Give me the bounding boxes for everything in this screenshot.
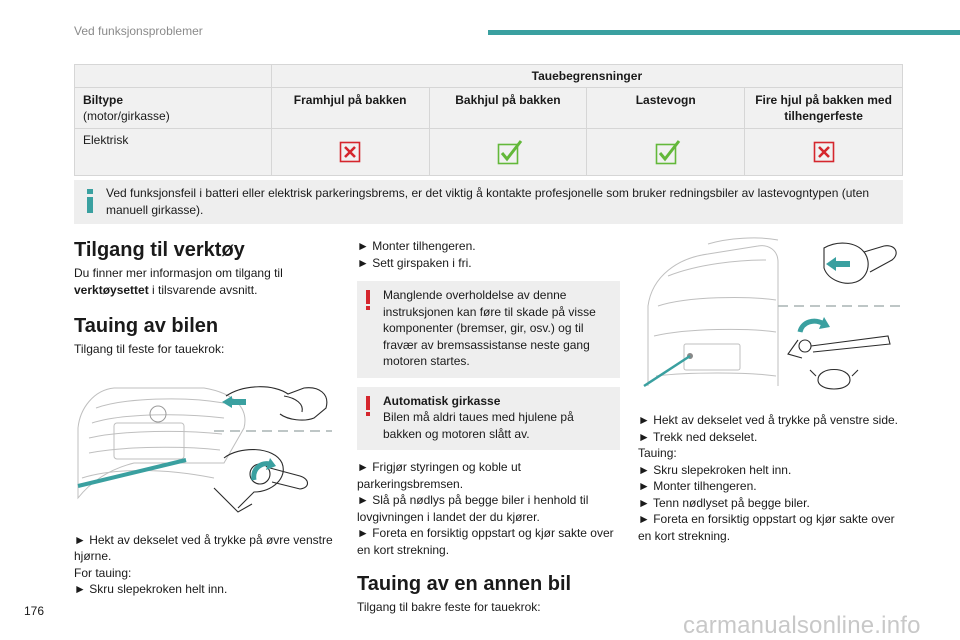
- table-column-header: Bakhjul på bakken: [428, 87, 588, 129]
- column-left: Tilgang til verktøy Du finner mer inform…: [74, 238, 336, 598]
- table-column-header: Fire hjul på bakken med tilhengerfeste: [744, 87, 903, 129]
- tow-other-intro: Tilgang til bakre feste for tauekrok:: [357, 600, 541, 614]
- step-item: Slå på nødlys på begge biler i henhold t…: [357, 492, 620, 525]
- towing-step: Hekt av dekselet ved å trykke på øvre ve…: [74, 532, 336, 565]
- warning-text: Bilen må aldri taues med hjulene på bakk…: [383, 410, 574, 441]
- column-middle: Monter tilhengeren. Sett girspaken i fri…: [357, 238, 620, 616]
- step-item: Foreta en forsiktig oppstart og kjør sak…: [638, 511, 903, 544]
- tools-heading: Tilgang til verktøy: [74, 239, 245, 261]
- step-item: Frigjør styringen og koble ut parkerings…: [357, 459, 620, 492]
- table-row-label: Elektrisk: [74, 128, 272, 176]
- tow-other-heading: Tauing av en annen bil: [357, 573, 572, 595]
- towing-label: Tauing:: [638, 446, 677, 460]
- step-item: Hekt av dekselet ved å trykke på venstre…: [638, 412, 903, 429]
- towing-heading: Tauing av bilen: [74, 315, 219, 337]
- table-column-header: Framhjul på bakken: [270, 87, 430, 129]
- step-item: Trekk ned dekselet.: [638, 429, 903, 446]
- step-item: Monter tilhengeren.: [357, 238, 620, 255]
- info-icon: [87, 189, 93, 213]
- for-towing-label: For tauing:: [74, 565, 132, 580]
- header-accent-bar: [488, 30, 960, 35]
- row-header-title: Biltype: [83, 93, 124, 107]
- warning-icon: [366, 290, 370, 310]
- table-cell: [586, 128, 746, 176]
- front-tow-eye-illustration: [74, 367, 336, 518]
- step-item: Monter tilhengeren.: [638, 478, 903, 495]
- rear-tow-eye-illustration: [638, 236, 903, 396]
- table-row: Elektrisk: [74, 128, 903, 176]
- step-item: Foreta en forsiktig oppstart og kjør sak…: [357, 525, 620, 558]
- check-icon: [497, 140, 523, 165]
- step-item: Tenn nødlyset på begge biler.: [638, 495, 903, 512]
- site-watermark: carmanualsonline.info: [683, 612, 921, 639]
- step-item: Sett girspaken i fri.: [357, 255, 620, 272]
- warning-box: Manglende overholdelse av denne instruks…: [357, 281, 620, 378]
- page-header-title: Ved funksjonsproblemer: [74, 24, 203, 38]
- table-cell: [270, 128, 430, 176]
- page-number: 176: [24, 604, 45, 618]
- info-text: Ved funksjonsfeil i batteri eller elektr…: [106, 186, 870, 217]
- table-cell: [744, 128, 903, 176]
- table-column-header: Lastevogn: [586, 87, 746, 129]
- step-item: Skru slepekroken helt inn.: [638, 462, 903, 479]
- table-group-header: Tauebegrensninger: [270, 64, 904, 88]
- warning-text: Manglende overholdelse av denne instruks…: [383, 288, 596, 368]
- tools-text: Du finner mer informasjon om tilgang til…: [74, 266, 283, 297]
- towing-intro: Tilgang til feste for tauekrok:: [74, 342, 225, 356]
- check-icon: [655, 140, 680, 165]
- column-right: Hekt av dekselet ved å trykke på venstre…: [638, 236, 903, 544]
- towing-limits-table: Tauebegrensninger Biltype (motor/girkass…: [74, 64, 904, 176]
- table-cell: [428, 128, 588, 176]
- warning-title: Automatisk girkasse: [383, 393, 501, 408]
- warning-icon: [366, 395, 370, 416]
- cross-icon: [813, 141, 835, 163]
- cross-icon: [339, 141, 361, 163]
- info-note: Ved funksjonsfeil i batteri eller elektr…: [74, 180, 903, 224]
- table-corner: [74, 64, 272, 88]
- towing-step: Skru slepekroken helt inn.: [74, 581, 336, 598]
- row-header-subtitle: (motor/girkasse): [83, 109, 170, 123]
- table-row-header: Biltype (motor/girkasse): [74, 87, 272, 129]
- warning-box-automatic: Automatisk girkasse Bilen må aldri taues…: [357, 386, 620, 450]
